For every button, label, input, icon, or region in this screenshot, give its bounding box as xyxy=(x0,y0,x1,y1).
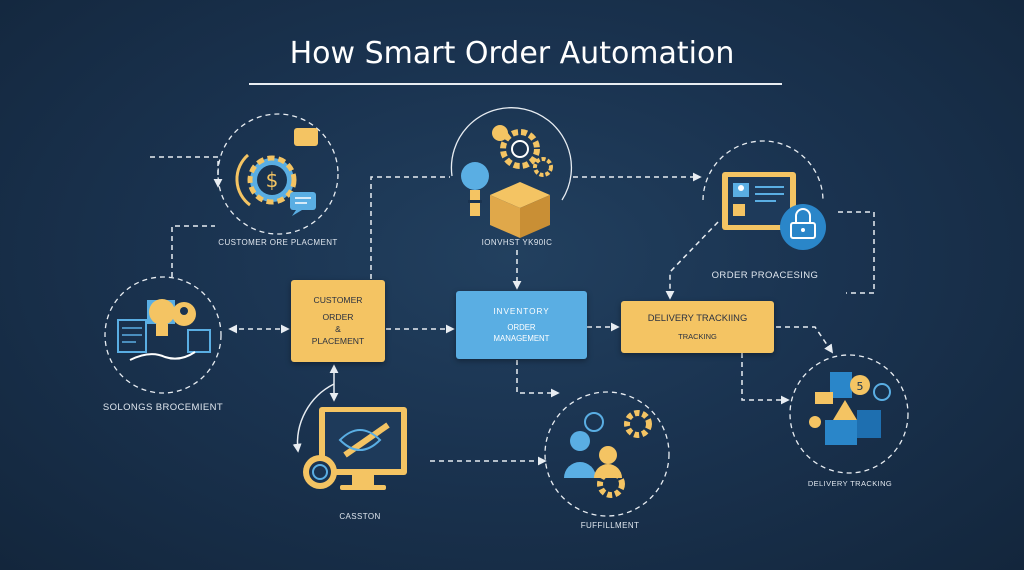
connector-top-left xyxy=(150,156,223,188)
connector-inventory-to-fulfillment xyxy=(516,360,560,398)
globe-icon xyxy=(303,455,337,489)
box-customer-line3: & xyxy=(335,324,341,334)
connector-order-processing-to-delivery xyxy=(665,221,719,300)
box-delivery-line1: DELIVERY TRACKIING xyxy=(647,311,748,323)
laptop-icon xyxy=(722,172,796,230)
gears-icon xyxy=(492,125,553,177)
lock-icon xyxy=(780,204,826,250)
people-icon xyxy=(564,412,622,478)
lightbulb-hand-icon xyxy=(129,299,196,361)
node-label-solongs: SOLONGS BROCEMIENT xyxy=(102,402,224,413)
circle-solongs xyxy=(104,276,222,394)
svg-text:$: $ xyxy=(266,168,279,192)
circle-fulfillment xyxy=(544,391,670,517)
node-label-customer-order-placment: CUSTOMER ORE PLACMENT xyxy=(218,238,338,247)
monitor-icon xyxy=(319,407,407,490)
box-inventory-line2: ORDER xyxy=(507,323,536,333)
connector-delivery-to-tracking xyxy=(776,326,834,354)
box-customer-line4: PLACEMENT xyxy=(311,335,365,346)
casston-arc xyxy=(292,383,335,453)
node-label-inventory-logic: IONVHST YK90IC xyxy=(481,238,553,247)
delivery-boxes-icon: 5 xyxy=(809,372,891,445)
connector-customer-to-top xyxy=(370,176,450,279)
circle-order-processing xyxy=(702,140,824,203)
node-label-fulfillment: FUFFILLMENT xyxy=(580,521,640,530)
node-label-order-processing: ORDER PROACESING xyxy=(711,270,819,281)
inventory-order-management-box: INVENTORY ORDER MANAGEMENT xyxy=(456,291,587,359)
box-inventory-line1: INVENTORY xyxy=(493,306,550,316)
svg-text:5: 5 xyxy=(857,380,864,393)
delivery-tracking-box: DELIVERY TRACKIING TRACKING xyxy=(621,301,774,353)
circle-delivery-tracking xyxy=(789,354,909,474)
box-inventory-line3: MANAGEMENT xyxy=(493,333,550,343)
title-underline xyxy=(249,83,782,85)
page-title: How Smart Order Automation xyxy=(289,36,735,71)
lightbulb-icon xyxy=(461,162,489,216)
connector-right-loop xyxy=(838,211,875,294)
node-label-delivery-tracking: DELIVERY TRACKING xyxy=(807,479,893,488)
connectors xyxy=(150,156,875,466)
circle-inventory-logic xyxy=(450,107,573,201)
box-icon xyxy=(490,182,550,238)
box-delivery-line2: TRACKING xyxy=(678,332,717,342)
box-customer-line1: CUSTOMER xyxy=(313,294,363,305)
circle-customer-order xyxy=(217,113,339,235)
box-customer-line2: ORDER xyxy=(322,312,354,323)
node-label-casston: CASSTON xyxy=(339,512,381,521)
chat-bubble-icon xyxy=(290,128,318,216)
fulfillment-gears-icon xyxy=(597,410,652,498)
connector-delivery-down xyxy=(741,353,790,405)
connector-left-circle-to-top xyxy=(171,225,215,277)
gear-dollar-icon: $ xyxy=(235,153,297,207)
customer-order-placement-box: CUSTOMER ORDER & PLACEMENT xyxy=(291,280,385,362)
